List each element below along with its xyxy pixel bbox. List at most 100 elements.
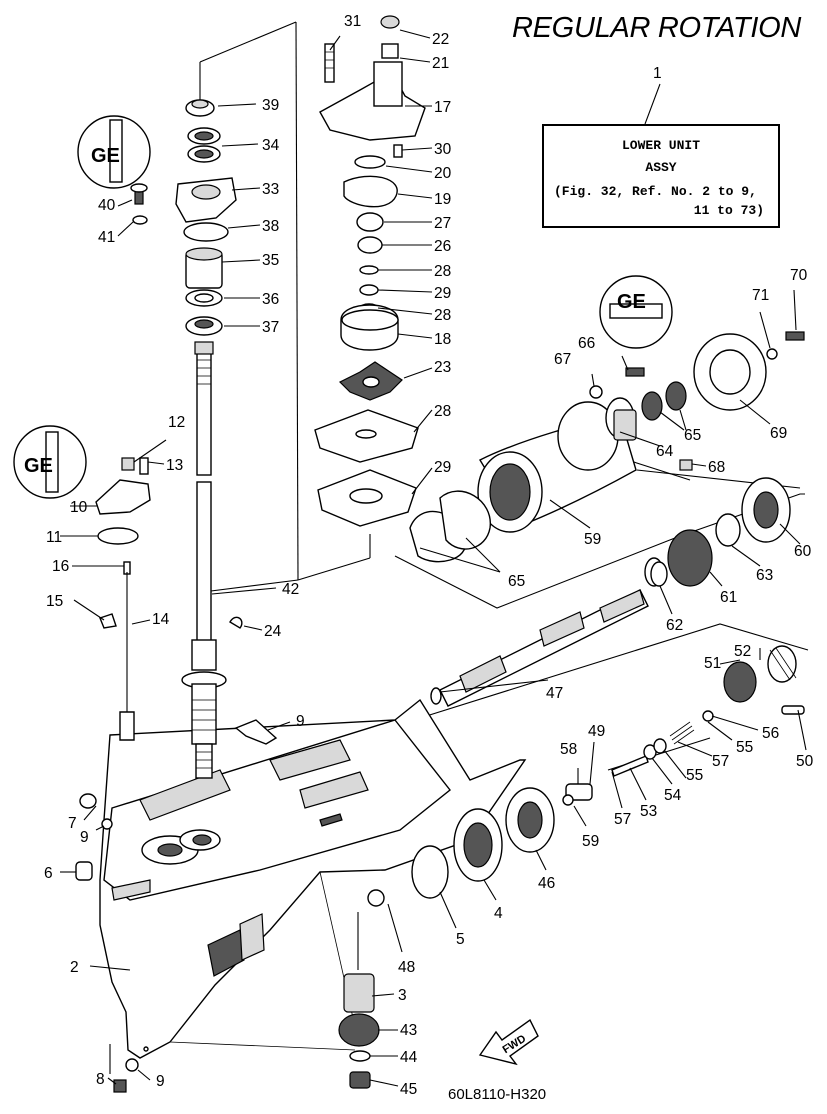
water-pump-stack bbox=[314, 15, 426, 527]
lower-casing-part-2 bbox=[99, 698, 527, 1059]
ref-26: 26 bbox=[434, 238, 451, 255]
ref-10: 9 bbox=[296, 713, 305, 730]
ref-55: 54 bbox=[664, 787, 682, 804]
ref-67: 65 bbox=[508, 573, 525, 590]
ref-18: 17 bbox=[434, 99, 451, 116]
ref-71: 69 bbox=[770, 425, 787, 442]
ref-9: 9 bbox=[156, 1073, 165, 1090]
ref-69: 67 bbox=[554, 351, 571, 368]
ref-20: 19 bbox=[434, 191, 451, 208]
ref-33: 31 bbox=[344, 13, 361, 30]
ref-38: 37 bbox=[262, 319, 279, 336]
ref-7: 7 bbox=[68, 815, 77, 832]
ref-4: 4 bbox=[494, 905, 503, 922]
sealant-icon: GE bbox=[13, 425, 87, 499]
ref-62: 61 bbox=[720, 589, 737, 606]
misc-small-parts bbox=[75, 616, 278, 1093]
ref-70: 68 bbox=[708, 459, 725, 476]
ref-64: 63 bbox=[756, 567, 773, 584]
ref-15: 14 bbox=[152, 611, 170, 628]
ref-53: 52 bbox=[734, 643, 751, 660]
ref-17: 16 bbox=[52, 558, 69, 575]
svg-text:GE: GE bbox=[91, 145, 120, 167]
callout-leaders bbox=[60, 29, 807, 1087]
assy-box-line-2: ASSY bbox=[645, 160, 677, 175]
ref-56: 55 bbox=[736, 739, 753, 756]
ref-57: 57 bbox=[614, 811, 631, 828]
propeller-shaft-part-48 bbox=[430, 557, 664, 707]
ref-22: 21 bbox=[432, 55, 449, 72]
sealant-icon: GE bbox=[599, 275, 673, 349]
ref-5: 5 bbox=[456, 931, 465, 948]
ref-45: 44 bbox=[400, 1049, 418, 1066]
lower-unit-assy-box: LOWER UNIT ASSY (Fig. 32, Ref. No. 2 to … bbox=[542, 124, 780, 228]
ref-52: 51 bbox=[704, 655, 721, 672]
ref-46: 45 bbox=[400, 1081, 417, 1098]
assy-box-line-3: (Fig. 32, Ref. No. 2 to 9, bbox=[554, 184, 757, 199]
ref-47: 46 bbox=[538, 875, 555, 892]
assy-box-line-4: 11 to 73) bbox=[693, 203, 764, 218]
ref-40: 39 bbox=[262, 97, 279, 114]
ref-58: 57 bbox=[712, 753, 729, 770]
ref-66: 65 bbox=[684, 427, 701, 444]
ref-32: 30 bbox=[434, 141, 452, 158]
ref-57: 56 bbox=[762, 725, 779, 742]
ref-68: 66 bbox=[578, 335, 595, 352]
forward-direction-arrow: FWD bbox=[478, 1018, 539, 1066]
ref-23: 22 bbox=[432, 31, 449, 48]
ref-59: 59 bbox=[582, 833, 599, 850]
ref-39: 38 bbox=[262, 218, 279, 235]
ref-29: 29 bbox=[434, 285, 451, 302]
ref-65: 64 bbox=[656, 443, 674, 460]
ref-49: 48 bbox=[398, 959, 415, 976]
ref-59: 58 bbox=[560, 741, 577, 758]
ref-60: 59 bbox=[584, 531, 601, 548]
ref-6: 6 bbox=[44, 865, 53, 882]
ref-31: 29 bbox=[434, 459, 451, 476]
svg-text:GE: GE bbox=[24, 455, 53, 477]
ref-34: 33 bbox=[262, 181, 279, 198]
ref-48: 47 bbox=[546, 685, 563, 702]
ref-61: 60 bbox=[794, 543, 812, 560]
ref-25: 24 bbox=[264, 623, 282, 640]
ref-3: 3 bbox=[398, 987, 407, 1004]
oil-seal-stack bbox=[130, 99, 237, 336]
ref-36: 35 bbox=[262, 252, 279, 269]
ref-44: 43 bbox=[400, 1022, 417, 1039]
ref-54: 53 bbox=[640, 803, 657, 820]
bearing-housing-group bbox=[409, 331, 805, 587]
diagram-title: REGULAR ROTATION bbox=[512, 12, 801, 44]
ref-24: 23 bbox=[434, 359, 451, 376]
shift-rod-group bbox=[95, 457, 151, 741]
ref-21: 20 bbox=[434, 165, 452, 182]
ref-72: 70 bbox=[790, 267, 808, 284]
ref-1: 1 bbox=[653, 65, 662, 82]
ref-43: 42 bbox=[282, 581, 299, 598]
ref-42: 41 bbox=[98, 229, 115, 246]
ref-16: 15 bbox=[46, 593, 63, 610]
ref-50: 49 bbox=[588, 723, 605, 740]
ref-27: 27 bbox=[434, 215, 451, 232]
ref-30: 28 bbox=[434, 403, 451, 420]
ref-73: 71 bbox=[752, 287, 769, 304]
ref-28: 28 bbox=[434, 263, 451, 280]
sealant-icon: GE bbox=[77, 115, 151, 189]
svg-text:GE: GE bbox=[617, 291, 646, 313]
ref-13: 12 bbox=[168, 414, 185, 431]
ref-37: 36 bbox=[262, 291, 279, 308]
ref-14: 13 bbox=[166, 457, 183, 474]
figure-code: 60L8110-H320 bbox=[448, 1086, 547, 1103]
ref-51: 50 bbox=[796, 753, 814, 770]
ref-55: 55 bbox=[686, 767, 703, 784]
ref-8: 8 bbox=[96, 1071, 105, 1088]
ref-9: 9 bbox=[80, 829, 89, 846]
ref-41: 40 bbox=[98, 197, 116, 214]
ref-35: 34 bbox=[262, 137, 280, 154]
ref-28: 28 bbox=[434, 307, 451, 324]
ref-63: 62 bbox=[666, 617, 683, 634]
assy-box-line-1: LOWER UNIT bbox=[621, 138, 700, 153]
ref-12: 11 bbox=[46, 529, 62, 546]
ref-19: 18 bbox=[434, 331, 451, 348]
